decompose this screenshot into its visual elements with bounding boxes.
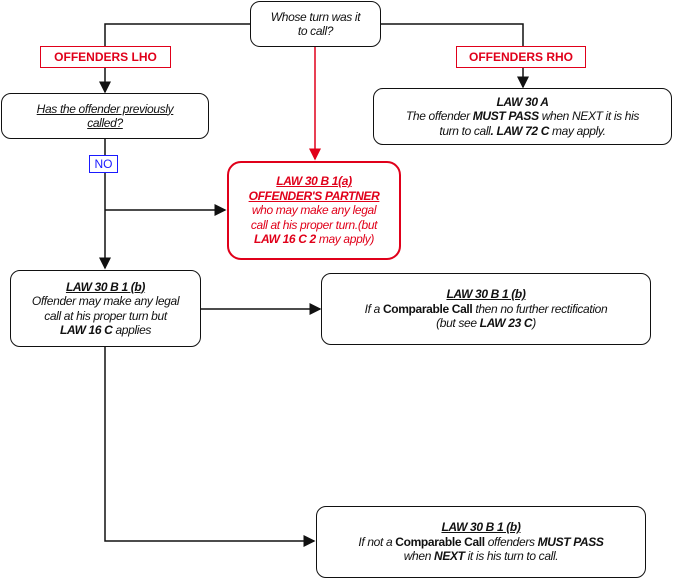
comparable-node: LAW 30 B 1 (b) If a Comparable Call then… [321, 273, 651, 345]
law30b1b-line2: call at his proper turn but [44, 308, 167, 323]
arrow-to-not-comparable [104, 347, 316, 547]
start-text-1: Whose turn was it [270, 9, 361, 24]
law30b1b-line1: Offender may make any legal [31, 294, 180, 308]
label-offenders-lho: OFFENDERS LHO [40, 46, 171, 68]
law30b1b-node: LAW 30 B 1 (b) Offender may make any leg… [10, 270, 201, 347]
question-text-2: called? [87, 116, 123, 130]
law30a-line2: turn to call. LAW 72 C may apply. [439, 123, 606, 138]
connector-to-rho [381, 23, 524, 46]
law30a-node: LAW 30 A The offender MUST PASS when NEX… [373, 88, 672, 145]
not-comparable-line2: when NEXT it is his turn to call. [403, 549, 559, 564]
label-no: NO [89, 155, 118, 173]
law30a-line1: The offender MUST PASS when NEXT it is h… [405, 109, 640, 124]
law30b1b-title: LAW 30 B 1 (b) [65, 279, 146, 294]
start-node: Whose turn was it to call? [250, 1, 381, 47]
connector-to-lho [104, 23, 250, 46]
law30a-title: LAW 30 A [496, 94, 549, 109]
not-comparable-node: LAW 30 B 1 (b) If not a Comparable Call … [316, 506, 646, 578]
partner-node: LAW 30 B 1(a) OFFENDER'S PARTNER who may… [227, 161, 401, 260]
partner-subtitle: OFFENDER'S PARTNER [248, 188, 380, 203]
question-node: Has the offender previously called? [1, 93, 209, 139]
comparable-title: LAW 30 B 1 (b) [446, 287, 526, 302]
partner-line1: who may make any legal [251, 203, 377, 218]
partner-line3: LAW 16 C 2 may apply) [253, 232, 375, 247]
partner-title: LAW 30 B 1(a) [276, 174, 352, 189]
comparable-line2: (but see LAW 23 C) [436, 316, 536, 331]
not-comparable-line1: If not a Comparable Call offenders MUST … [358, 534, 604, 549]
not-comparable-title: LAW 30 B 1 (b) [441, 520, 521, 535]
start-text-2: to call? [297, 24, 334, 38]
label-offenders-rho: OFFENDERS RHO [456, 46, 586, 68]
comparable-line1: If a Comparable Call then no further rec… [364, 301, 608, 316]
partner-line2: call at his proper turn.(but [250, 217, 378, 232]
question-text-1: Has the offender previously [36, 101, 174, 116]
law30b1b-line3: LAW 16 C applies [59, 323, 152, 337]
